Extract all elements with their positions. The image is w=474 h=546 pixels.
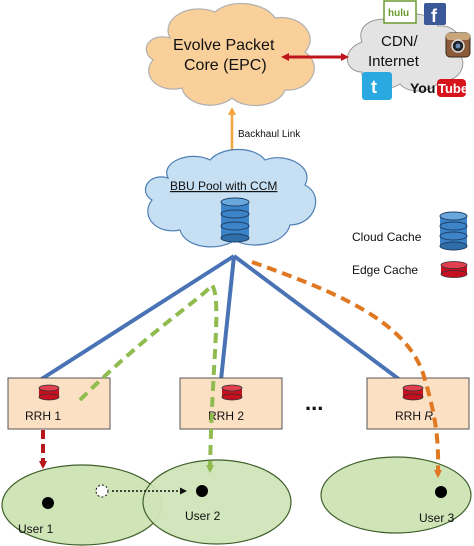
youtube-you: You [410,80,435,96]
edge-cache-rrh2-icon [221,384,243,401]
rrh-R-label: RRH R [395,409,433,423]
orange-dashed-path [251,260,443,478]
legend-cloud-cache-label: Cloud Cache [352,230,422,244]
user-2-label: User 2 [185,509,221,523]
bbu-label: BBU Pool with CCM [170,179,277,193]
green-dashed-path [78,281,219,473]
cell-user-2 [142,459,292,545]
user-1-moved-dot [95,484,109,498]
twitter-text: t [371,77,377,97]
instagram-icon [445,32,471,58]
epc-cloud [145,2,315,107]
epc-line2: Core (EPC) [184,57,267,74]
rrh-1-label: RRH 1 [25,409,61,423]
cdn-line2: Internet [368,53,420,70]
link-bbu-rrh2 [219,255,236,381]
user-2-dot [196,485,208,497]
legend-cloud-cache-icon [439,211,468,251]
youtube-icon: You Tube [410,79,468,97]
rrh-R-index: R [424,409,433,423]
edge-cache-rrh1-icon [38,384,60,401]
cdn-line1: CDN/ [381,33,418,50]
rrh-R-prefix: RRH [395,409,421,423]
hulu-text: hulu [388,8,409,19]
link-bbu-rrh1 [38,254,236,382]
rrh-2-label: RRH 2 [208,409,244,423]
rrh-ellipsis: ... [305,390,323,415]
youtube-tube: Tube [438,81,468,96]
cell-user-3 [320,456,472,534]
cloud-cache-bbu-icon [220,197,250,243]
user-3-dot [435,486,447,498]
facebook-icon: f [424,3,446,26]
user-1-dot [42,497,54,509]
user-1-label: User 1 [18,522,54,536]
hulu-icon: hulu [383,0,417,24]
legend-edge-cache-label: Edge Cache [352,263,418,277]
link-bbu-rrhR [232,254,402,382]
user-3-label: User 3 [419,511,455,525]
legend-edge-cache-icon [440,261,468,278]
edge-cache-rrhR-icon [402,384,424,401]
epc-line1: Evolve Packet [173,37,275,54]
twitter-icon: t [362,72,392,100]
backhaul-label: Backhaul Link [238,129,301,140]
facebook-text: f [431,6,438,26]
